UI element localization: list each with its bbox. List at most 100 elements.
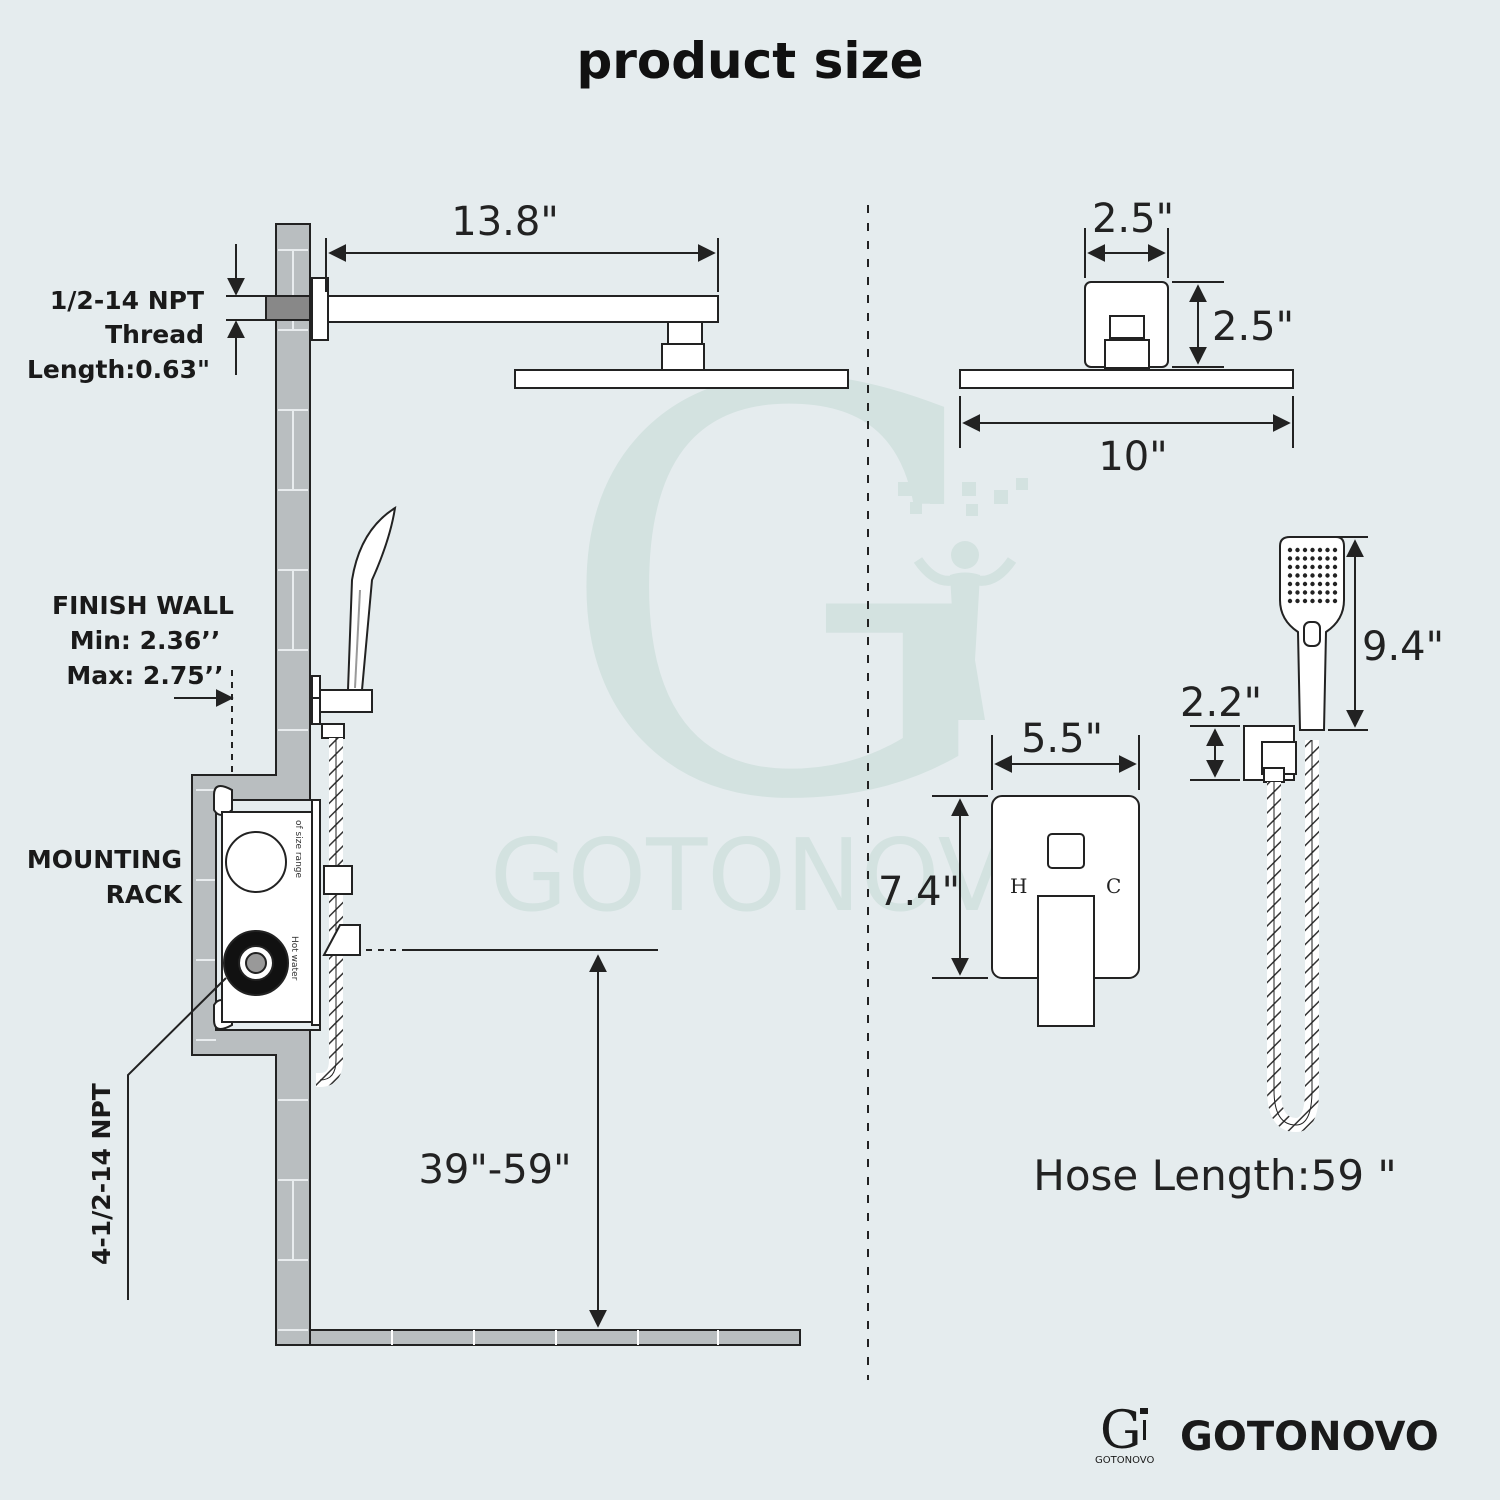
hand-shower-side: [311, 505, 397, 739]
arm-length-dimension: [325, 238, 719, 292]
spray-nozzle: [1302, 547, 1308, 553]
hand-shower-body: [346, 505, 397, 691]
spray-nozzle: [1332, 556, 1338, 561]
diverter-button: [1047, 833, 1085, 869]
thread-label-1: 1/2-14 NPT: [50, 286, 204, 315]
brand-name: GOTONOVO: [1180, 1414, 1439, 1460]
inlet-npt-label: 4-1/2-14 NPT: [87, 1083, 116, 1265]
brand-small-text: GOTONOVO: [1095, 1455, 1154, 1466]
spray-nozzle: [1317, 590, 1323, 595]
hand-shower-front: [1243, 536, 1345, 783]
spray-nozzle: [1302, 573, 1308, 578]
head-dimensions: [959, 228, 1294, 448]
trim-height-value: 7.4": [878, 869, 960, 915]
spray-nozzle: [1317, 573, 1323, 578]
valve-height-dimension: [366, 949, 658, 1328]
brand-logo-mark: G: [1100, 1401, 1142, 1461]
head-connector: [661, 343, 705, 371]
spray-nozzle: [1287, 590, 1293, 595]
mounting-rack: [213, 785, 313, 1030]
spray-nozzle: [1302, 598, 1308, 604]
spray-nozzle: [1332, 564, 1338, 570]
spray-nozzle: [1325, 598, 1330, 604]
handle-side: [322, 924, 361, 956]
valve-height-value: 39"-59": [418, 1147, 571, 1193]
trim-handle: [1037, 895, 1095, 1027]
spray-nozzle: [1325, 547, 1330, 553]
watermark-text: GOTONOVO: [490, 817, 1083, 934]
spray-nozzle: [1332, 590, 1338, 595]
spray-nozzle: [1317, 581, 1323, 587]
finish-wall-label-2: Min: 2.36’’: [70, 626, 221, 655]
thread-nipple: [265, 295, 311, 321]
spray-nozzle: [1317, 564, 1323, 570]
thread-label-2: Thread: [105, 320, 204, 349]
spray-nozzle: [1287, 564, 1293, 570]
shower-arm: [327, 295, 719, 323]
valve-trim-front: [991, 795, 1140, 1027]
spray-nozzle: [1310, 573, 1315, 578]
shower-head-front: [959, 281, 1294, 389]
spray-nozzle: [1295, 590, 1300, 595]
hand-shower-height-value: 9.4": [1362, 624, 1444, 670]
base-height-value: 2.5": [1212, 304, 1294, 350]
spray-nozzle: [1295, 547, 1300, 553]
hot-label: H: [1010, 874, 1027, 898]
spray-nozzle: [1325, 590, 1330, 595]
spray-nozzle: [1287, 573, 1293, 578]
spray-nozzle: [1287, 556, 1293, 561]
spray-nozzle: [1295, 581, 1300, 587]
wall-body: [191, 223, 311, 1346]
page-title: product size: [576, 32, 923, 90]
finish-wall-dimension: [174, 670, 320, 775]
shower-arm-side: [265, 277, 849, 389]
rack-clip-top: [213, 785, 233, 816]
holder-height-value: 2.2": [1180, 680, 1262, 726]
spray-nozzle: [1287, 581, 1293, 587]
brand-logo: G GOTONOVO GOTONOVO: [1095, 1401, 1439, 1466]
trim-width-value: 5.5": [1021, 716, 1103, 762]
spray-nozzle: [1287, 598, 1293, 604]
base-connector: [1109, 315, 1145, 339]
spray-nozzle: [1325, 556, 1330, 561]
spray-nozzle: [1310, 556, 1315, 561]
hose-nut: [321, 723, 345, 739]
spray-nozzle: [1325, 564, 1330, 570]
spray-nozzle: [1332, 598, 1338, 604]
hose-front: [1267, 740, 1319, 1133]
trim-dimensions: [932, 735, 1140, 979]
head-width-value: 10": [1098, 434, 1167, 480]
valve-cartridge: [225, 831, 287, 893]
thread-dimension: [226, 244, 266, 375]
spray-nozzle: [1302, 564, 1308, 570]
wall-brick-lines: [196, 249, 308, 1331]
holder-side: [319, 689, 373, 713]
valve-trim-side: [311, 799, 361, 1026]
arm-length-value: 13.8": [451, 199, 558, 245]
spray-nozzle: [1302, 556, 1308, 561]
diverter-side: [323, 865, 353, 895]
spray-nozzle: [1310, 581, 1315, 587]
valve-text-size-range: of size range: [293, 820, 303, 878]
spray-selector: [1303, 621, 1321, 647]
spray-nozzle: [1325, 581, 1330, 587]
spray-nozzle: [1295, 564, 1300, 570]
valve-text-hot-water: Hot water: [289, 936, 299, 981]
arm-connector: [667, 321, 703, 345]
finish-wall-label-3: Max: 2.75’’: [66, 661, 223, 690]
spray-nozzle: [1317, 598, 1323, 604]
spray-nozzle: [1310, 590, 1315, 595]
spray-nozzle: [1310, 547, 1315, 553]
base-connector-lower: [1104, 339, 1150, 369]
spray-nozzle: [1317, 547, 1323, 553]
watermark-rain-icon: [898, 478, 1028, 720]
spray-nozzle: [1325, 573, 1330, 578]
spray-nozzle: [1332, 547, 1338, 553]
spray-nozzle: [1317, 556, 1323, 561]
spray-nozzle: [1295, 556, 1300, 561]
shower-head-side: [514, 369, 849, 389]
spray-nozzle: [1332, 581, 1338, 587]
spray-nozzle: [1332, 573, 1338, 578]
mounting-rack-label-2: RACK: [106, 880, 184, 909]
